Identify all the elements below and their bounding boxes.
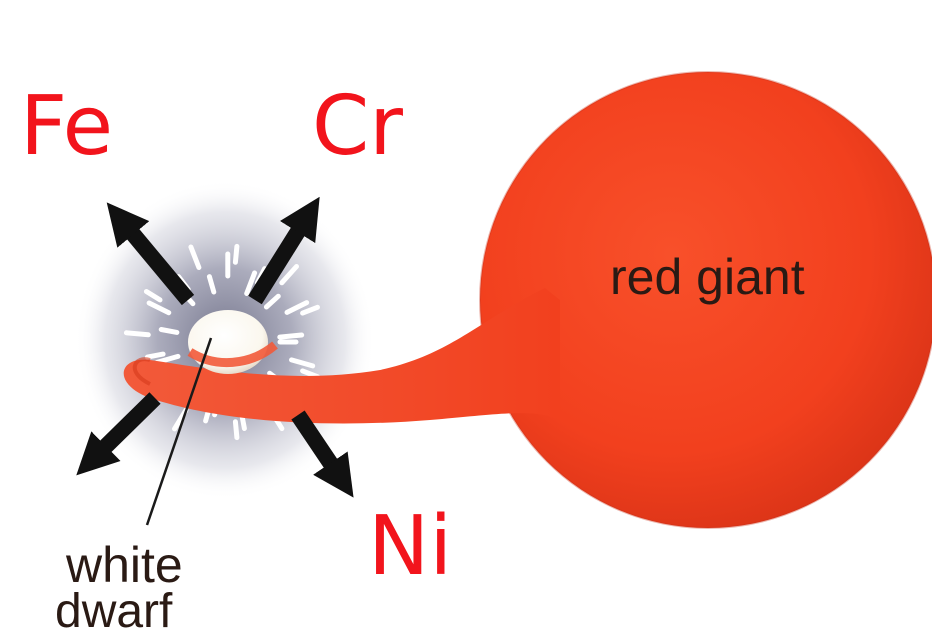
ejecta-dash (280, 335, 302, 337)
ejecta-dash (126, 333, 148, 335)
ejecta-dash (235, 246, 237, 262)
label-ni: Ni (368, 506, 452, 588)
label-fe: Fe (20, 86, 113, 168)
ejecta-dash (235, 422, 237, 438)
ejecta-dash (147, 354, 163, 357)
label-red-giant: red giant (610, 252, 805, 302)
label-white-dwarf-line1: white (66, 540, 183, 590)
label-cr: Cr (312, 86, 403, 168)
label-white-dwarf-line2: dwarf (55, 588, 172, 636)
ejecta-dash (161, 330, 177, 333)
